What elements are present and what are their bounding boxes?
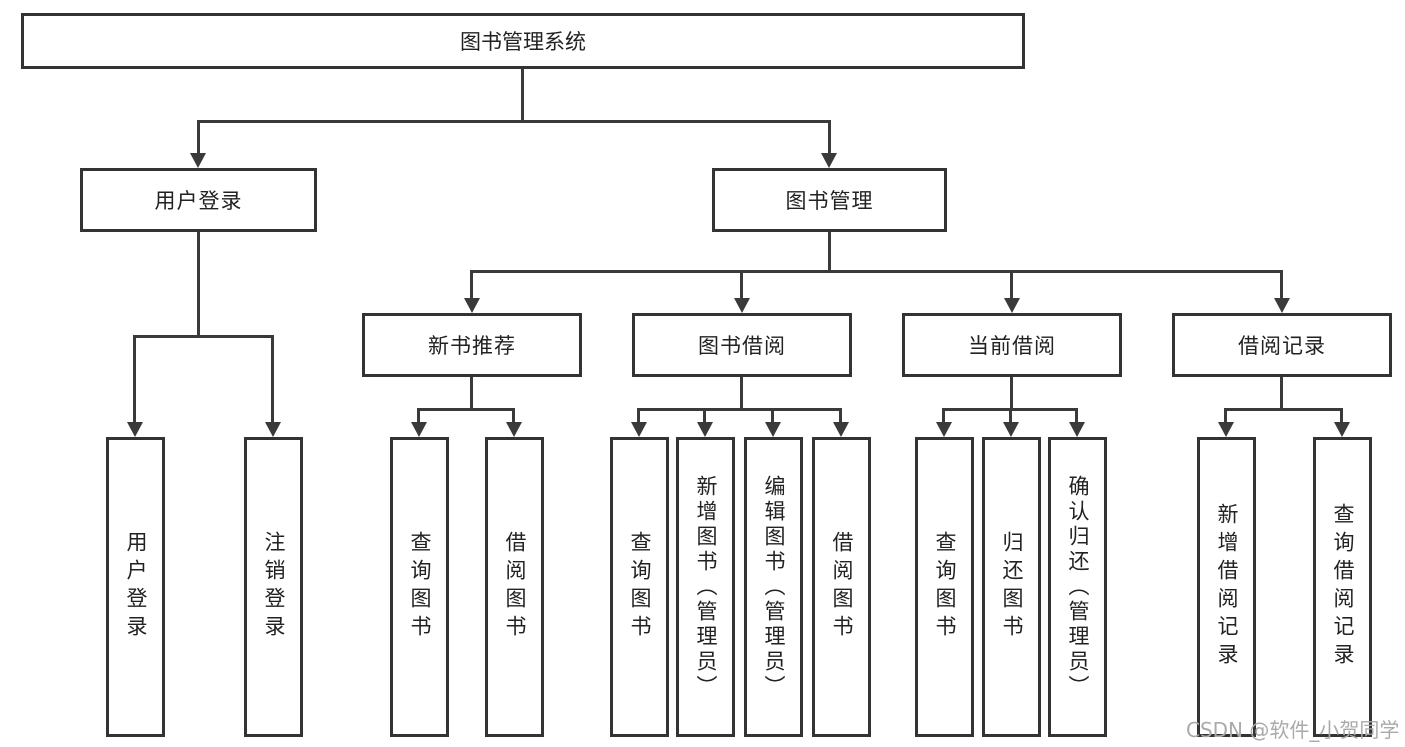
node-borrow-records: 借阅记录	[1172, 313, 1392, 377]
leaf-label: 确认归还（管理员）	[1066, 474, 1090, 700]
connector-line	[197, 120, 200, 153]
connector-line	[1010, 270, 1013, 298]
leaf-add-books-admin: 新增图书（管理员）	[676, 437, 735, 737]
connector-line	[471, 270, 1283, 273]
arrowhead-icon	[765, 422, 781, 437]
node-label: 图书管理系统	[460, 30, 586, 54]
connector-line	[197, 120, 830, 123]
leaf-edit-books-admin: 编辑图书（管理员）	[744, 437, 803, 737]
connector-line	[942, 408, 945, 422]
leaf-label: 借阅图书	[830, 531, 854, 643]
arrowhead-icon	[833, 422, 849, 437]
connector-line	[828, 120, 831, 153]
node-current-borrow: 当前借阅	[902, 313, 1122, 377]
connector-line	[1340, 408, 1343, 422]
connector-line	[828, 232, 831, 270]
leaf-user-login: 用户登录	[106, 437, 165, 737]
connector-line	[703, 408, 706, 422]
leaf-borrow-books-recommend: 借阅图书	[485, 437, 544, 737]
arrowhead-icon	[1334, 422, 1350, 437]
leaf-label: 新增借阅记录	[1215, 503, 1239, 671]
connector-line	[271, 335, 274, 422]
connector-line	[1010, 377, 1013, 408]
leaf-borrow-books: 借阅图书	[812, 437, 871, 737]
arrowhead-icon	[697, 422, 713, 437]
leaf-label: 归还图书	[1000, 531, 1024, 643]
arrowhead-icon	[734, 298, 750, 313]
leaf-label: 查询图书	[408, 531, 432, 643]
arrowhead-icon	[411, 422, 427, 437]
arrowhead-icon	[464, 298, 480, 313]
leaf-label: 借阅图书	[503, 531, 527, 643]
connector-line	[197, 232, 200, 335]
connector-line	[133, 335, 274, 338]
arrowhead-icon	[1004, 298, 1020, 313]
leaf-label: 查询图书	[628, 531, 652, 643]
connector-line	[417, 408, 420, 422]
leaf-label: 新增图书（管理员）	[694, 474, 718, 700]
connector-line	[1224, 408, 1343, 411]
node-label: 借阅记录	[1238, 334, 1326, 358]
leaf-return-books: 归还图书	[982, 437, 1041, 737]
connector-line	[521, 69, 524, 120]
connector-line	[1224, 408, 1227, 422]
connector-line	[470, 377, 473, 408]
leaf-add-borrow-record: 新增借阅记录	[1197, 437, 1256, 737]
connector-line	[637, 408, 640, 422]
leaf-logout: 注销登录	[244, 437, 303, 737]
leaf-label: 查询图书	[933, 531, 957, 643]
arrowhead-icon	[127, 422, 143, 437]
node-label: 当前借阅	[968, 334, 1056, 358]
connector-line	[637, 408, 842, 411]
arrowhead-icon	[936, 422, 952, 437]
arrowhead-icon	[1003, 422, 1019, 437]
connector-line	[133, 335, 136, 422]
connector-line	[512, 408, 515, 422]
node-user-login: 用户登录	[80, 168, 317, 232]
node-label: 图书借阅	[698, 334, 786, 358]
leaf-query-books-current: 查询图书	[915, 437, 974, 737]
connector-line	[470, 270, 473, 298]
leaf-confirm-return-admin: 确认归还（管理员）	[1048, 437, 1107, 737]
leaf-label: 用户登录	[124, 531, 148, 643]
connector-line	[771, 408, 774, 422]
node-book-borrow: 图书借阅	[632, 313, 852, 377]
arrowhead-icon	[631, 422, 647, 437]
connector-line	[1280, 377, 1283, 408]
leaf-label: 编辑图书（管理员）	[762, 474, 786, 700]
csdn-watermark: CSDN @软件_小贺同学	[1186, 718, 1400, 742]
leaf-query-books-recommend: 查询图书	[390, 437, 449, 737]
connector-line	[1009, 408, 1012, 422]
arrowhead-icon	[821, 153, 837, 168]
node-label: 新书推荐	[428, 334, 516, 358]
arrowhead-icon	[265, 422, 281, 437]
node-book-management: 图书管理	[712, 168, 947, 232]
arrowhead-icon	[1218, 422, 1234, 437]
node-label: 用户登录	[154, 189, 243, 213]
node-label: 图书管理	[785, 189, 874, 213]
node-root-library-system: 图书管理系统	[21, 13, 1025, 69]
leaf-query-borrow-record: 查询借阅记录	[1313, 437, 1372, 737]
leaf-query-books-borrow: 查询图书	[610, 437, 669, 737]
node-new-book-recommend: 新书推荐	[362, 313, 582, 377]
arrowhead-icon	[190, 153, 206, 168]
connector-line	[1075, 408, 1078, 422]
connector-line	[417, 408, 514, 411]
arrowhead-icon	[1069, 422, 1085, 437]
arrowhead-icon	[506, 422, 522, 437]
connector-line	[839, 408, 842, 422]
arrowhead-icon	[1274, 298, 1290, 313]
leaf-label: 查询借阅记录	[1331, 503, 1355, 671]
connector-line	[1280, 270, 1283, 298]
leaf-label: 注销登录	[262, 531, 286, 643]
connector-line	[740, 377, 743, 408]
connector-line	[740, 270, 743, 298]
